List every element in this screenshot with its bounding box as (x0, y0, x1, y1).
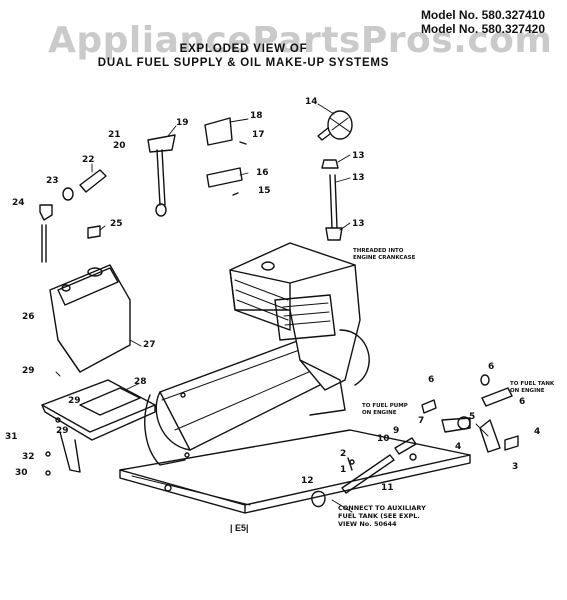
callout-27: 27 (143, 340, 156, 350)
fuel-tank (49, 264, 131, 373)
callout-24: 24 (12, 198, 25, 208)
figure-mark: | E5| (230, 523, 249, 533)
callout-10: 10 (377, 434, 390, 444)
callout-9: 9 (393, 426, 400, 436)
note-fuel-tank-line-1: TO FUEL TANK (510, 381, 555, 387)
note-aux-line-1: CONNECT TO AUXILIARY (338, 504, 426, 512)
model-number-2: Model No. 580.327420 (420, 22, 545, 36)
engine-block (229, 242, 370, 416)
note-to-fuel-tank: TO FUEL TANK ON ENGINE (510, 381, 554, 394)
callout-18: 18 (250, 111, 263, 121)
diagram-title-line-1: EXPLODED VIEW OF (179, 43, 308, 55)
mounting-plate (41, 379, 156, 476)
callout-23: 23 (46, 176, 59, 186)
callout-29-bottom: 29 (56, 426, 69, 436)
generator-cylinder (144, 339, 332, 466)
callout-13-fitting: 13 (352, 219, 365, 229)
callout-15: 15 (258, 186, 271, 196)
callout-19: 19 (176, 118, 189, 128)
callout-29-middle: 29 (68, 396, 81, 406)
callout-12: 12 (301, 476, 314, 486)
leader-lines (55, 103, 489, 513)
callout-22: 22 (82, 155, 95, 165)
callout-30: 30 (15, 468, 28, 478)
callout-6-left: 6 (428, 375, 435, 385)
diagram-title-line-2: DUAL FUEL SUPPLY & OIL MAKE-UP SYSTEMS (97, 57, 390, 69)
callout-29-top: 29 (22, 366, 35, 376)
callout-17: 17 (252, 130, 265, 140)
fuel-line-parts (311, 374, 519, 508)
model-number-1: Model No. 580.327410 (420, 8, 545, 22)
callout-16: 16 (256, 168, 269, 178)
callout-5: 5 (469, 412, 476, 422)
note-fuel-tank-line-2: ON ENGINE (510, 387, 545, 394)
note-aux-line-3: VIEW No. 50644 (338, 520, 397, 528)
note-threaded-into: THREADED INTO ENGINE CRANKCASE (353, 248, 415, 261)
base-frame (119, 429, 471, 514)
callout-2: 2 (340, 449, 347, 459)
callout-6-top: 6 (488, 362, 495, 372)
callout-21: 21 (108, 130, 121, 140)
callout-1: 1 (340, 465, 347, 475)
callout-13-tube: 13 (352, 173, 365, 183)
callout-25: 25 (110, 219, 123, 229)
oil-makeup-parts (39, 110, 353, 263)
callout-32: 32 (22, 452, 35, 462)
callout-6-right: 6 (519, 397, 526, 407)
callout-14: 14 (305, 97, 318, 107)
callout-11: 11 (381, 483, 394, 493)
callout-13-nut: 13 (352, 151, 365, 161)
note-threaded-line-2: ENGINE CRANKCASE (353, 254, 416, 261)
callout-20: 20 (113, 141, 126, 151)
note-to-fuel-pump: TO FUEL PUMP ON ENGINE (362, 403, 408, 416)
callout-28: 28 (134, 377, 147, 387)
watermark: AppliancePartsPros.com (48, 20, 553, 61)
callout-4-right: 4 (534, 427, 541, 437)
callout-31: 31 (5, 432, 18, 442)
note-fuel-pump-line-2: ON ENGINE (362, 409, 397, 416)
note-fuel-pump-line-1: TO FUEL PUMP (362, 403, 408, 409)
note-connect-auxiliary: CONNECT TO AUXILIARY FUEL TANK (SEE EXPL… (338, 504, 458, 528)
callout-26: 26 (22, 312, 35, 322)
note-threaded-line-1: THREADED INTO (353, 248, 404, 254)
callout-4-left: 4 (455, 442, 462, 452)
callout-3: 3 (512, 462, 519, 472)
note-aux-line-2: FUEL TANK (SEE EXPL. (338, 512, 420, 520)
callout-7: 7 (418, 416, 425, 426)
